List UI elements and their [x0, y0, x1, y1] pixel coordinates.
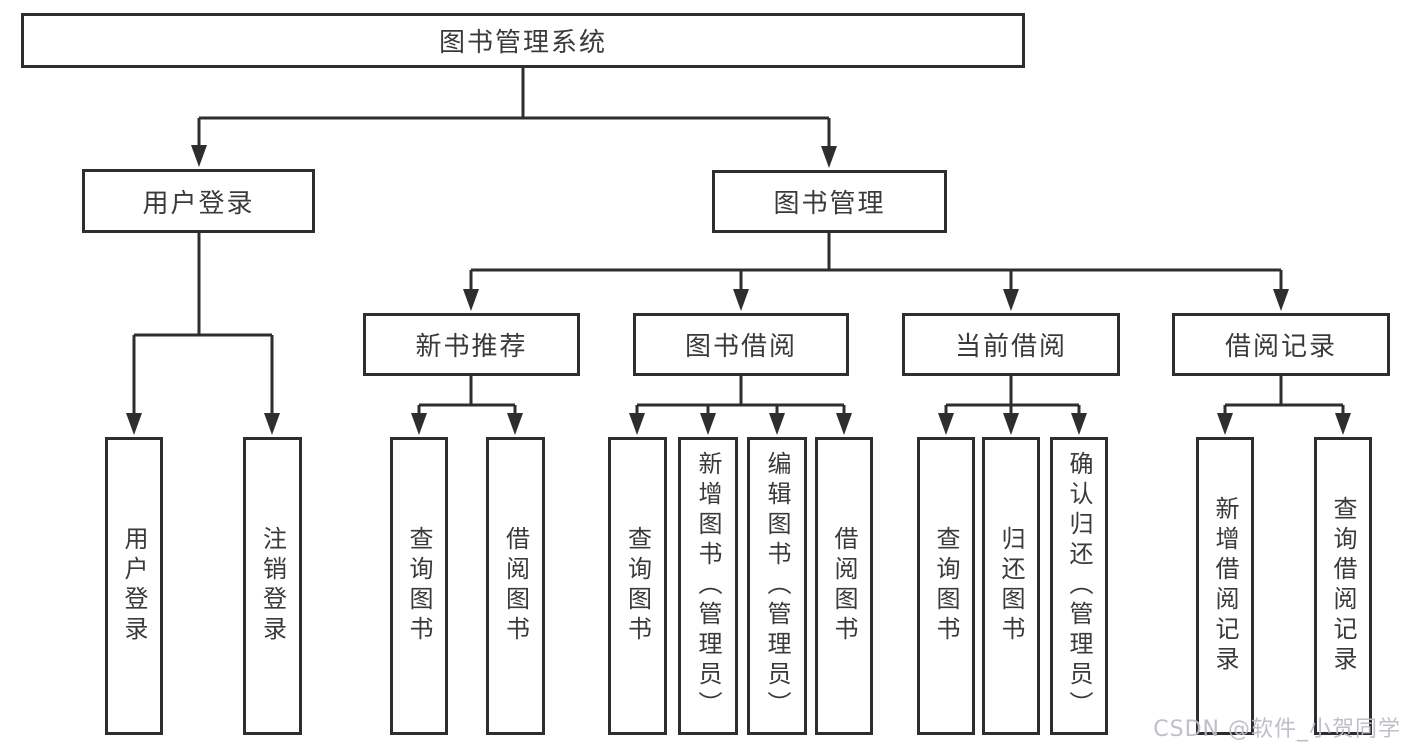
leaf-return-book-label: 归还图书 — [997, 526, 1025, 646]
arrow-down-icon — [938, 413, 954, 435]
node-new-book-recommend: 新书推荐 — [363, 313, 580, 376]
leaf-add-book-admin: 新增图书（管理员） — [678, 437, 738, 735]
arrow-down-icon — [769, 413, 785, 435]
leaf-add-borrow-record: 新增借阅记录 — [1196, 437, 1254, 735]
arrow-down-icon — [1217, 413, 1233, 435]
leaf-query-borrow-record-label: 查询借阅记录 — [1329, 496, 1357, 676]
arrow-down-icon — [264, 413, 280, 435]
node-root: 图书管理系统 — [21, 13, 1025, 68]
arrow-down-icon — [191, 145, 207, 167]
leaf-return-book: 归还图书 — [982, 437, 1040, 735]
arrow-down-icon — [1071, 413, 1087, 435]
arrow-down-icon — [733, 289, 749, 311]
node-current-borrowing-label: 当前借阅 — [954, 332, 1067, 362]
arrow-down-icon — [629, 413, 645, 435]
leaf-user-login: 用户登录 — [105, 437, 163, 735]
leaf-borrow-book-2: 借阅图书 — [815, 437, 873, 735]
leaf-borrow-book-1: 借阅图书 — [486, 437, 545, 735]
leaf-logout-label: 注销登录 — [258, 526, 287, 646]
node-book-borrowing: 图书借阅 — [633, 313, 849, 376]
arrow-down-icon — [463, 289, 479, 311]
leaf-edit-book-admin-label: 编辑图书（管理员） — [763, 451, 791, 721]
arrow-down-icon — [1003, 413, 1019, 435]
node-borrowing-records: 借阅记录 — [1172, 313, 1390, 376]
leaf-query-book-2: 查询图书 — [608, 437, 667, 735]
arrow-down-icon — [1003, 289, 1019, 311]
node-user-login-label: 用户登录 — [142, 188, 255, 219]
arrow-down-icon — [836, 413, 852, 435]
arrow-down-icon — [507, 413, 523, 435]
leaf-query-book-2-label: 查询图书 — [623, 526, 652, 646]
leaf-logout: 注销登录 — [243, 437, 302, 735]
leaf-edit-book-admin: 编辑图书（管理员） — [747, 437, 807, 735]
node-root-label: 图书管理系统 — [438, 28, 607, 58]
arrow-down-icon — [411, 413, 427, 435]
node-current-borrowing: 当前借阅 — [902, 313, 1120, 376]
leaf-query-borrow-record: 查询借阅记录 — [1314, 437, 1372, 735]
leaf-confirm-return-admin-label: 确认归还（管理员） — [1065, 451, 1093, 721]
leaf-query-book-1: 查询图书 — [390, 437, 448, 735]
node-book-borrowing-label: 图书借阅 — [684, 332, 797, 362]
leaf-query-book-3-label: 查询图书 — [932, 526, 960, 646]
arrow-down-icon — [821, 146, 837, 168]
node-book-management: 图书管理 — [712, 170, 947, 233]
csdn-watermark: CSDN @软件_小贺同学 — [1153, 717, 1401, 742]
leaf-confirm-return-admin: 确认归还（管理员） — [1050, 437, 1108, 735]
node-book-management-label: 图书管理 — [773, 189, 886, 219]
leaf-borrow-book-1-label: 借阅图书 — [501, 526, 530, 646]
leaf-borrow-book-2-label: 借阅图书 — [830, 526, 858, 646]
node-new-book-recommend-label: 新书推荐 — [415, 332, 528, 362]
leaf-query-book-1-label: 查询图书 — [405, 526, 433, 646]
arrow-down-icon — [700, 413, 716, 435]
arrow-down-icon — [1335, 413, 1351, 435]
leaf-query-book-3: 查询图书 — [917, 437, 975, 735]
leaf-user-login-label: 用户登录 — [120, 526, 148, 646]
leaf-add-borrow-record-label: 新增借阅记录 — [1211, 496, 1239, 676]
arrow-down-icon — [1273, 289, 1289, 311]
leaf-add-book-admin-label: 新增图书（管理员） — [694, 451, 722, 721]
node-borrowing-records-label: 借阅记录 — [1224, 332, 1337, 362]
node-user-login: 用户登录 — [82, 169, 315, 233]
arrow-down-icon — [126, 413, 142, 435]
